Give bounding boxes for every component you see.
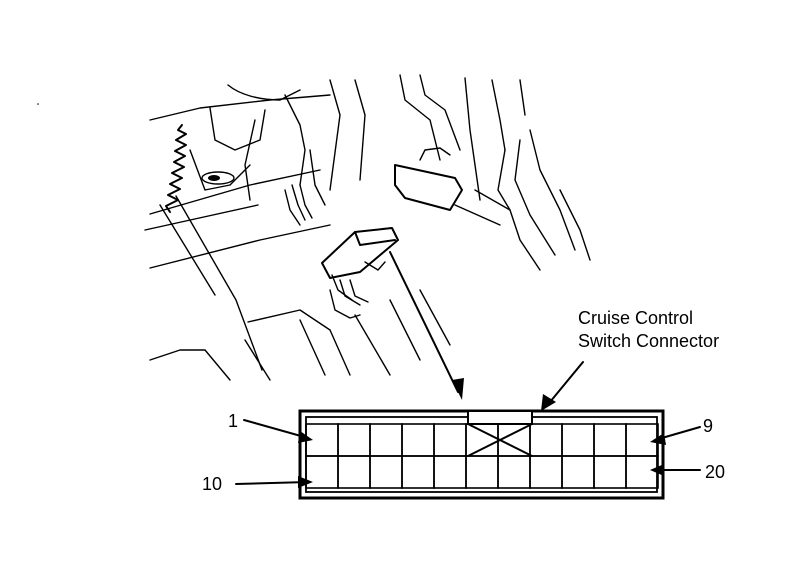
- pin-cell: [529, 423, 563, 457]
- pin-cell: [337, 423, 371, 457]
- pin-label-20: 20: [705, 462, 725, 482]
- connector-face-diagram: [298, 409, 665, 500]
- pin-cell: [561, 455, 595, 489]
- pin-cell: [497, 423, 531, 457]
- pin-cell: [529, 455, 563, 489]
- pin-cell: [465, 423, 499, 457]
- steering-column-illustration: [37, 74, 591, 381]
- pin-cell: [497, 455, 531, 489]
- pin-cell: [369, 423, 403, 457]
- pin-cell: [369, 455, 403, 489]
- spring-icon: [165, 124, 187, 213]
- pin-cell: [593, 455, 627, 489]
- pin-label-1: 1: [228, 411, 238, 431]
- pin-label-10: 10: [202, 474, 222, 494]
- pin-cell: [433, 423, 467, 457]
- connector-title-line1: Cruise Control: [578, 308, 693, 328]
- pin-cell: [401, 455, 435, 489]
- arrowhead-icon: [452, 378, 464, 400]
- pin-cell: [465, 455, 499, 489]
- pin-cell: [433, 455, 467, 489]
- pin-cell: [305, 455, 339, 489]
- switch-connector-illustration: [321, 227, 399, 319]
- pin-cell: [337, 455, 371, 489]
- pin-cell: [593, 423, 627, 457]
- arrowhead-icon: [541, 394, 556, 411]
- connector-title-line2: Switch Connector: [578, 331, 719, 351]
- pin-cells: [305, 423, 659, 489]
- pin-cell: [401, 423, 435, 457]
- blank-position-mark: [467, 423, 533, 457]
- pin-label-9: 9: [703, 416, 713, 436]
- pin-cell: [561, 423, 595, 457]
- pin-cell: [625, 455, 659, 489]
